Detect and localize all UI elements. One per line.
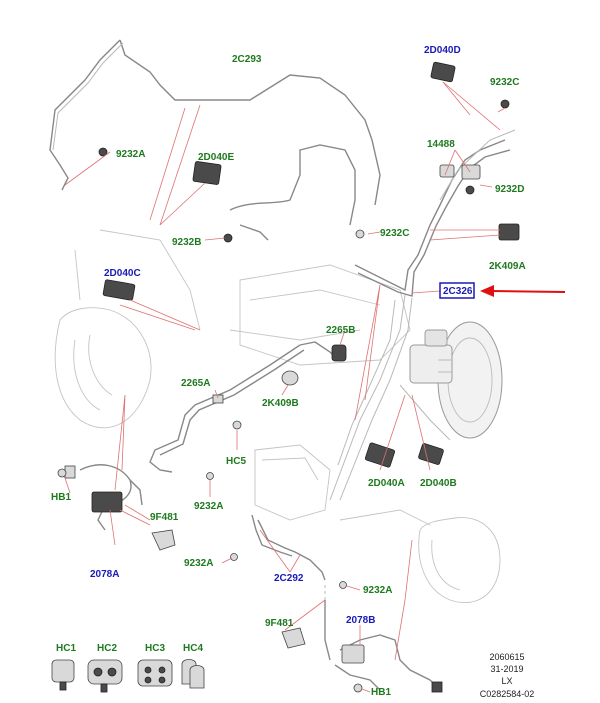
label-2265a: 2265A: [181, 378, 210, 389]
label-14488: 14488: [427, 139, 455, 150]
highlight-box: [439, 282, 475, 299]
label-2d040b: 2D040B: [420, 478, 457, 489]
abs-sensor-2078a: [64, 464, 143, 531]
clip-2k409a: [498, 223, 520, 241]
label-hb1-top: HB1: [51, 492, 71, 503]
brake-booster: [409, 321, 503, 439]
label-2078a: 2078A: [90, 569, 119, 580]
label-9232a-low: 9232A: [184, 558, 213, 569]
label-2c292: 2C292: [274, 573, 304, 584]
leader-lines: [64, 81, 506, 693]
brake-hose-2265a: [149, 341, 347, 473]
label-2078b: 2078B: [346, 615, 375, 626]
label-2k409a: 2K409A: [489, 261, 526, 272]
clip-hc3: [137, 659, 173, 687]
abs-sensor-2078b: [334, 634, 443, 693]
label-9232a-right: 9232A: [363, 585, 392, 596]
bracket-9f481-bottom: [281, 627, 306, 649]
label-2d040d: 2D040D: [424, 45, 461, 56]
label-9232b: 9232B: [172, 237, 201, 248]
label-hb1-bottom: HB1: [371, 687, 391, 698]
brake-pipe-2c293: [49, 39, 381, 206]
ref-line-4: C0282584-02: [480, 689, 535, 699]
label-9232a-topleft: 9232A: [116, 149, 145, 160]
ref-line-2: 31-2019: [490, 664, 523, 674]
clip-2d040c: [102, 279, 136, 301]
clip-2d040e: [192, 161, 222, 185]
label-2k409b: 2K409B: [262, 398, 299, 409]
label-9232d: 9232D: [495, 184, 524, 195]
label-hc3: HC3: [145, 643, 165, 654]
callout-labels: 2C293 2D040D 9232C 9232A 2D040E 14488 92…: [51, 45, 526, 698]
label-2d040a: 2D040A: [368, 478, 405, 489]
label-9f481-top: 9F481: [150, 512, 179, 523]
ref-line-1: 2060615: [489, 652, 524, 662]
label-2c326: 2C326: [443, 286, 473, 297]
clip-hc4: [181, 659, 205, 689]
brake-pipe-bundle-center: [329, 294, 451, 501]
clip-hc2: [87, 659, 123, 693]
highlight-arrow: [480, 285, 566, 297]
reference-block: 2060615 31-2019 LX C0282584-02: [480, 652, 535, 699]
brake-pipe-center-loop: [229, 144, 356, 241]
label-hc2: HC2: [97, 643, 117, 654]
label-9232c-top: 9232C: [490, 77, 519, 88]
ghost-chassis-outline: [54, 229, 501, 604]
grommet-2k409b: [281, 370, 299, 386]
label-2d040c: 2D040C: [104, 268, 141, 279]
label-9232a-mid: 9232A: [194, 501, 223, 512]
label-hc1: HC1: [56, 643, 76, 654]
brake-pipe-2c292: [251, 514, 331, 661]
clip-2d040b: [418, 443, 444, 465]
bolts: [57, 99, 510, 693]
label-2c293: 2C293: [232, 54, 262, 65]
label-9232c-mid: 9232C: [380, 228, 409, 239]
ref-line-3: LX: [501, 676, 512, 686]
label-9f481-bottom: 9F481: [265, 618, 294, 629]
label-2d040e: 2D040E: [198, 152, 234, 163]
bracket-9f481-top: [151, 529, 176, 551]
label-hc5: HC5: [226, 456, 246, 467]
label-2265b: 2265B: [326, 325, 355, 336]
brake-pipe-2c326: [354, 129, 516, 297]
label-hc4: HC4: [183, 643, 203, 654]
clip-hc1: [51, 659, 75, 691]
clip-2d040d: [430, 61, 456, 83]
clip-2d040a: [364, 442, 396, 468]
